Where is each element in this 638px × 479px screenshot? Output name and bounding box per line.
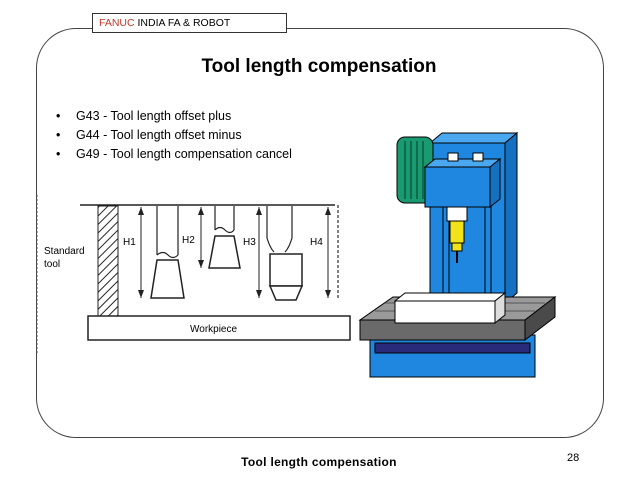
h1-label: H1 (123, 237, 136, 248)
bullet-text: G44 - Tool length offset minus (76, 128, 242, 142)
header-box: FANUC INDIA FA & ROBOT (92, 13, 287, 33)
slide-title: Tool length compensation (201, 56, 437, 77)
tool-h3 (266, 206, 304, 301)
workpiece-label: Workpiece (190, 324, 237, 335)
header-text: INDIA FA & ROBOT (134, 17, 231, 29)
bullet-dot-icon: • (56, 147, 61, 161)
footer-title: Tool length compensation (241, 455, 397, 469)
h2-label: H2 (182, 235, 195, 246)
bullet-list: • G43 - Tool length offset plus • G44 - To… (56, 107, 292, 164)
tool-length-diagram: Standard tool H1 H2 H3 H4 Workpiece (36, 195, 351, 355)
tool-label: tool (44, 259, 60, 270)
motor (396, 136, 434, 204)
brand-name: FANUC (99, 17, 135, 29)
workpiece (87, 315, 351, 341)
standard-label: Standard (44, 246, 85, 257)
bullet-text: G49 - Tool length compensation cancel (76, 147, 292, 161)
h4-label: H4 (310, 237, 323, 248)
tool-h1 (150, 206, 185, 299)
standard-tool (97, 205, 119, 317)
h3-label: H3 (243, 237, 256, 248)
page-number: 28 (567, 452, 580, 464)
bullet-item: • G43 - Tool length offset plus (56, 107, 292, 126)
bullet-dot-icon: • (56, 128, 61, 142)
tool-h2 (208, 206, 241, 269)
bullet-item: • G49 - Tool length compensation cancel (56, 145, 292, 164)
bullet-text: G43 - Tool length offset plus (76, 109, 232, 123)
bullet-dot-icon: • (56, 109, 61, 123)
bullet-item: • G44 - Tool length offset minus (56, 126, 292, 145)
machine-illustration (358, 131, 557, 378)
